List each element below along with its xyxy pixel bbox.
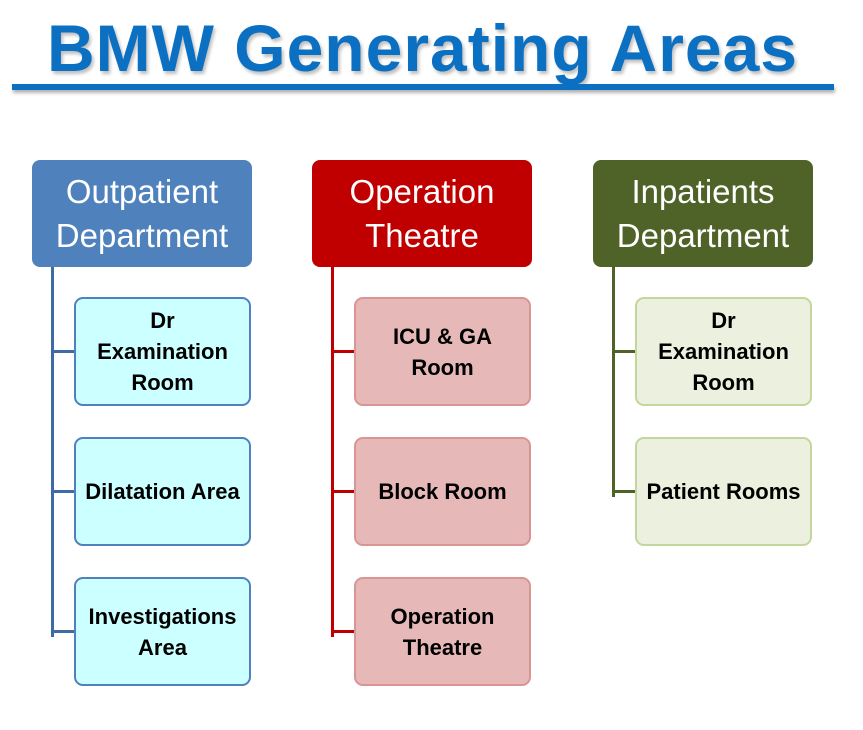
connector-branch <box>51 350 93 353</box>
column-inpatient: Inpatients Department Dr Examination Room… <box>593 160 823 700</box>
connector-branch <box>51 490 93 493</box>
connector-line <box>331 267 334 637</box>
child-node: Dr Examination Room <box>635 297 812 406</box>
child-node: Dr Examination Room <box>74 297 251 406</box>
header-theatre: Operation Theatre <box>312 160 532 267</box>
child-node: Block Room <box>354 437 531 546</box>
child-node: Patient Rooms <box>635 437 812 546</box>
title-underline <box>12 84 834 90</box>
child-node: Operation Theatre <box>354 577 531 686</box>
header-inpatient: Inpatients Department <box>593 160 813 267</box>
diagram-title: BMW Generating Areas <box>46 11 799 85</box>
connector-branch <box>612 350 654 353</box>
connector-branch <box>331 490 373 493</box>
connector-line <box>612 267 615 497</box>
connector-line <box>51 267 54 637</box>
connector-branch <box>331 350 373 353</box>
child-node: ICU & GA Room <box>354 297 531 406</box>
column-outpatient: Outpatient Department Dr Examination Room… <box>32 160 262 700</box>
child-node: Investigations Area <box>74 577 251 686</box>
connector-branch <box>331 630 373 633</box>
header-outpatient: Outpatient Department <box>32 160 252 267</box>
connector-branch <box>612 490 654 493</box>
child-node: Dilatation Area <box>74 437 251 546</box>
connector-branch <box>51 630 93 633</box>
